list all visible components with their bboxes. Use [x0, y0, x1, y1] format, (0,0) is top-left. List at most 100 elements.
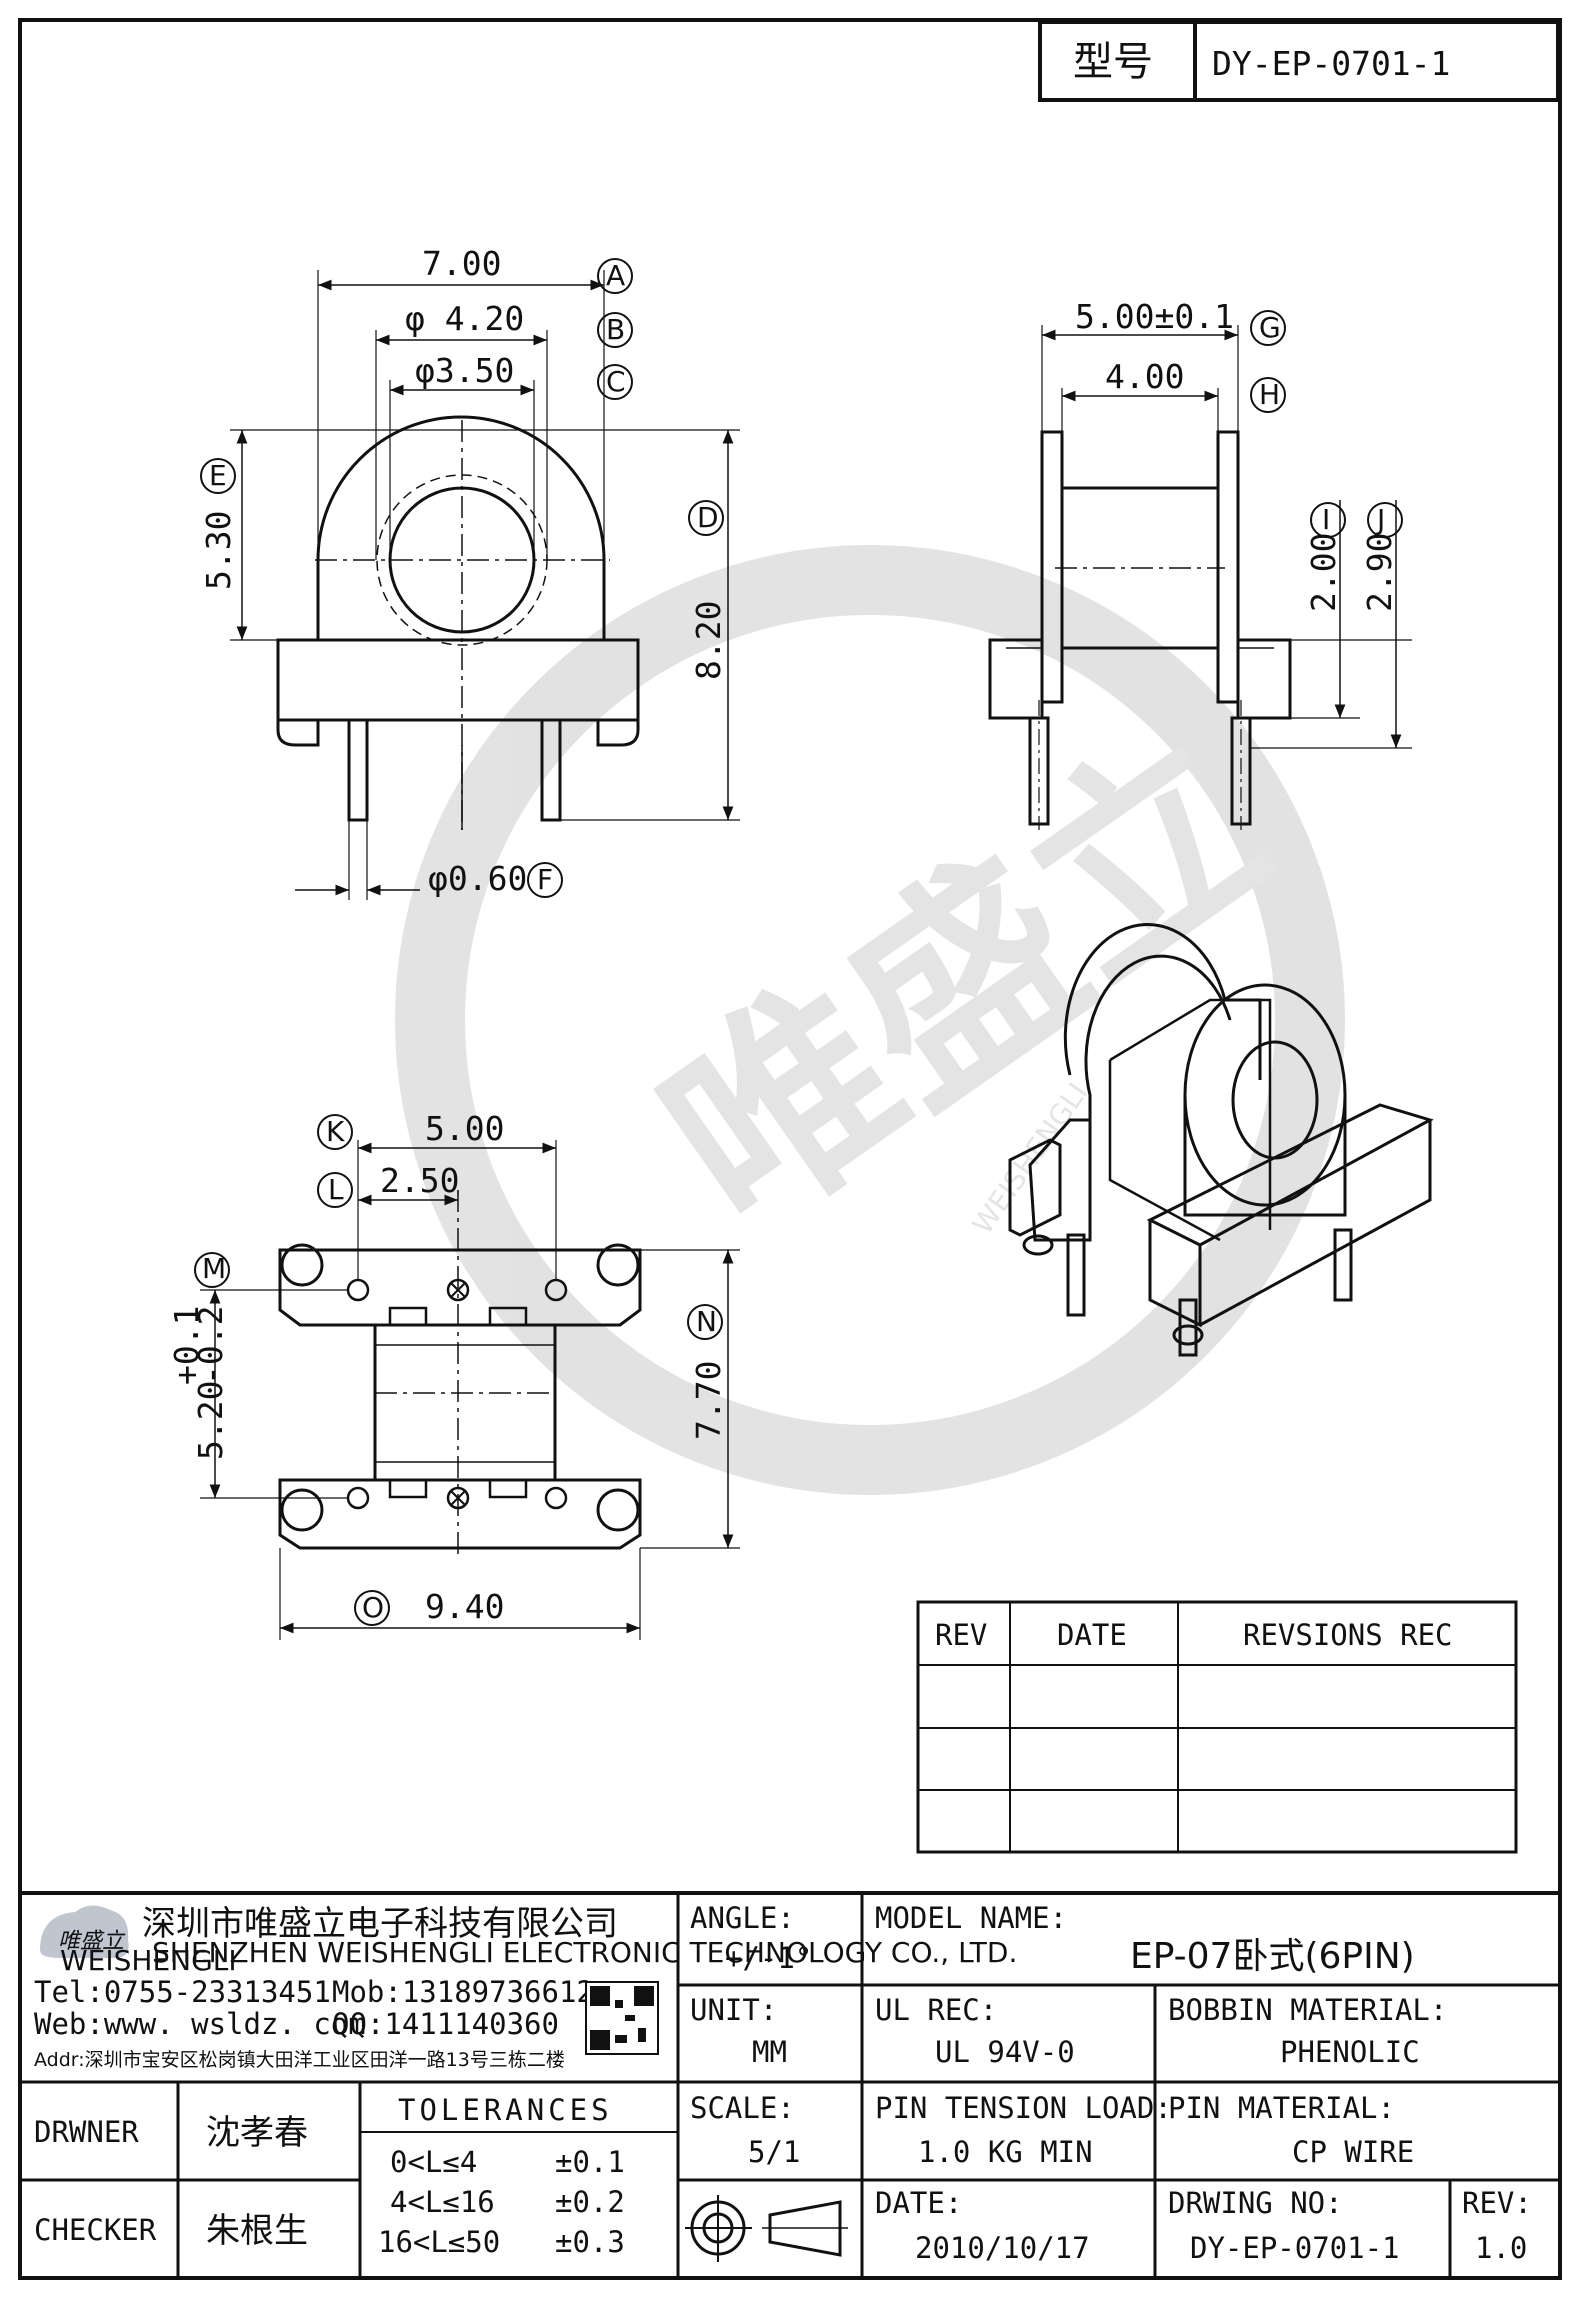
unit-label: UNIT: — [690, 1993, 777, 2027]
angle-value: +/-1° — [725, 1941, 812, 1975]
svg-text:H: H — [1259, 378, 1280, 411]
angle-label: ANGLE: — [690, 1901, 795, 1935]
checker-label: CHECKER — [34, 2213, 157, 2247]
tol-range-3: 16<L≤50 — [378, 2225, 500, 2259]
dim-side-inner: 4.00 — [1105, 357, 1184, 396]
callout-b: B — [597, 312, 633, 348]
callout-e: E — [200, 458, 236, 494]
callout-j: J — [1367, 502, 1403, 538]
company-name-cn: 深圳市唯盛立电子科技有限公司 — [142, 1904, 618, 1944]
sheet-border — [18, 18, 1562, 2280]
date-value: 2010/10/17 — [915, 2231, 1090, 2265]
ul-value: UL 94V-0 — [935, 2035, 1075, 2069]
svg-text:D: D — [697, 501, 719, 534]
projection-symbol — [685, 2195, 848, 2262]
svg-text:L: L — [328, 1173, 344, 1206]
dim-bottom-k: 5.00 — [425, 1109, 504, 1148]
dim-bottom-m-tol-minus: -0.2 — [191, 1306, 230, 1385]
qr-code — [585, 1981, 659, 2055]
company-name-en: SHENZHEN WEISHENGLI ELECTRONIC TECHNOLOG… — [152, 1936, 1017, 1969]
dim-total-height: 8.20 — [689, 601, 728, 680]
title-block: 唯盛立 WEISHENGLI 深圳市唯盛立电子科技有限公司 SHENZHEN W… — [20, 1891, 1560, 2278]
rev-header-rev: REV — [935, 1618, 987, 1652]
watermark-cn: 唯盛立 — [622, 688, 1309, 1276]
dim-phi-inner: φ3.50 — [415, 351, 514, 390]
company-logo: 唯盛立 WEISHENGLI — [40, 1905, 237, 1977]
model-name-label: MODEL NAME: — [875, 1901, 1067, 1935]
type-label: 型号 — [1073, 39, 1153, 85]
dim-phi-outer: φ 4.20 — [405, 299, 524, 338]
bottom-view: 5.00 2.50 5.20 +0.1 -0.2 7.70 9.40 K L M… — [167, 1109, 740, 1640]
dim-width-7: 7.00 — [422, 244, 501, 283]
dim-bottom-o: 9.40 — [425, 1587, 504, 1626]
pin-material-value: CP WIRE — [1292, 2135, 1414, 2169]
scale-label: SCALE: — [690, 2091, 795, 2125]
svg-text:O: O — [362, 1591, 384, 1624]
dim-side-i: 2.00 — [1304, 533, 1343, 612]
svg-text:K: K — [326, 1115, 345, 1148]
svg-text:F: F — [537, 863, 553, 896]
drawing-no-label: DRWING NO: — [1168, 2186, 1343, 2220]
callout-f: F — [527, 862, 563, 898]
model-code-box: 型号 DY-EP-0701-1 — [1038, 20, 1560, 102]
callout-g: G — [1250, 310, 1286, 346]
dim-bottom-n: 7.70 — [689, 1361, 728, 1440]
svg-text:E: E — [209, 459, 227, 492]
dim-bottom-l: 2.50 — [380, 1161, 459, 1200]
dim-side-width: 5.00±0.1 — [1075, 297, 1234, 336]
rev-header-rec: REVSIONS REC — [1243, 1618, 1453, 1652]
tol-range-1: 0<L≤4 — [390, 2145, 477, 2179]
company-addr: Addr:深圳市宝安区松岗镇大田洋工业区田洋一路13号三栋二楼 — [34, 2049, 565, 2071]
rev-value: 1.0 — [1475, 2231, 1527, 2265]
dim-height-5-30: 5.30 — [199, 511, 238, 590]
ul-label: UL REC: — [875, 1993, 997, 2027]
callout-c: C — [597, 364, 633, 400]
callout-m: M — [194, 1252, 230, 1288]
dim-side-j: 2.90 — [1360, 533, 1399, 612]
date-label: DATE: — [875, 2186, 962, 2220]
dim-pin: φ0.60 — [428, 859, 527, 898]
callout-i: I — [1310, 502, 1346, 538]
callout-a: A — [597, 258, 633, 294]
callout-o: O — [354, 1590, 390, 1626]
svg-text:N: N — [696, 1305, 717, 1338]
company-web: Web:www. wsldz. com — [34, 2007, 366, 2041]
callout-h: H — [1250, 377, 1286, 413]
tol-value-2: ±0.2 — [555, 2185, 625, 2219]
unit-value: MM — [752, 2035, 787, 2069]
logo-en: WEISHENGLI — [60, 1944, 237, 1977]
isometric-view — [1008, 923, 1434, 1357]
side-view: 5.00±0.1 4.00 2.00 2.90 G H I J — [988, 297, 1412, 830]
drawing-no-value: DY-EP-0701-1 — [1190, 2231, 1400, 2265]
company-qq: QQ:1411140360 — [332, 2007, 559, 2041]
svg-text:B: B — [606, 313, 625, 346]
model-name-value: EP-07卧式(6PIN) — [1130, 1936, 1415, 1977]
pin-tension-value: 1.0 KG MIN — [918, 2135, 1093, 2169]
front-view: 7.00 φ 4.20 φ3.50 5.30 8.20 φ0.60 A B C … — [199, 244, 740, 900]
logo-cn: 唯盛立 — [58, 1929, 126, 1954]
drawer-name: 沈孝春 — [206, 2113, 308, 2153]
model-code: DY-EP-0701-1 — [1212, 44, 1450, 83]
tol-value-3: ±0.3 — [555, 2225, 625, 2259]
svg-text:A: A — [606, 259, 625, 292]
pin-material-label: PIN MATERIAL: — [1168, 2091, 1395, 2125]
drawer-label: DRWNER — [34, 2115, 139, 2149]
svg-text:I: I — [1322, 503, 1330, 536]
svg-text:C: C — [606, 365, 626, 398]
callout-n: N — [687, 1304, 723, 1340]
scale-value: 5/1 — [748, 2135, 800, 2169]
revision-table: REV DATE REVSIONS REC — [916, 1600, 1518, 1854]
company-tel: Tel:0755-23313451 — [34, 1975, 331, 2009]
callout-d: D — [688, 500, 724, 536]
rev-label: REV: — [1462, 2186, 1532, 2220]
svg-text:G: G — [1259, 311, 1281, 344]
dim-bottom-m: 5.20 — [191, 1381, 230, 1460]
company-mob: Mob:13189736612 — [332, 1975, 594, 2009]
callout-k: K — [317, 1114, 353, 1150]
tolerances-title: TOLERANCES — [398, 2093, 613, 2127]
callout-l: L — [317, 1172, 353, 1208]
tol-range-2: 4<L≤16 — [390, 2185, 495, 2219]
tol-value-1: ±0.1 — [555, 2145, 625, 2179]
pin-tension-label: PIN TENSION LOAD: — [875, 2091, 1172, 2125]
